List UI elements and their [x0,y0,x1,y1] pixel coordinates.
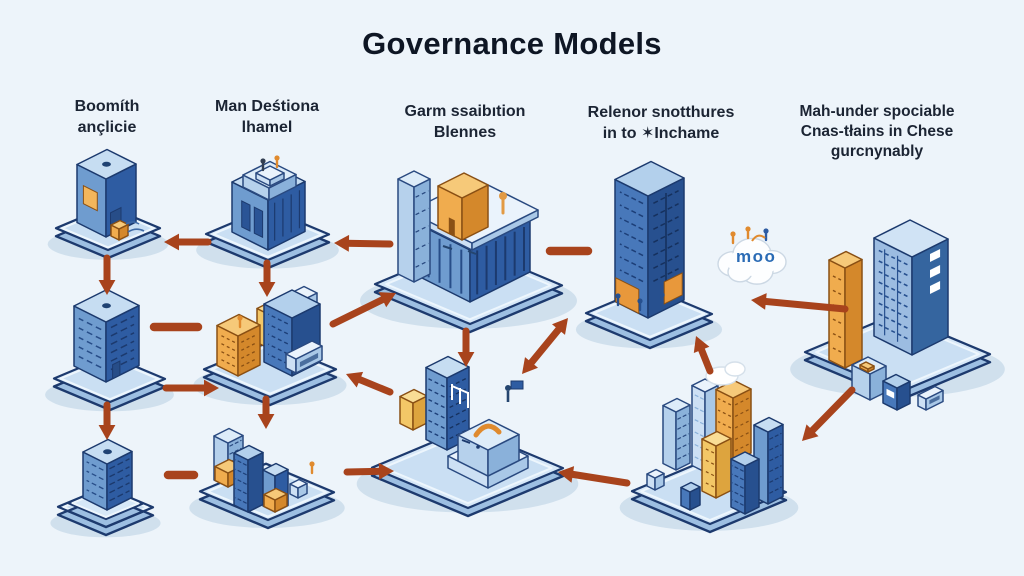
label-man-destiona: Man Deśtiona lhamel [186,97,348,139]
building-group-mixed-district [619,361,799,534]
label-line: Man Deśtiona [214,98,319,115]
building-group-orange-cluster [193,285,347,407]
page-title: Governance Models [362,26,662,61]
label-relenor: Relenor snotthures in to ✶Inchame [565,103,757,145]
label-line: Blennes [433,123,497,141]
building-group-skyscraper [575,160,723,350]
flow-arrows [98,233,856,487]
cloud-text: moo [736,247,777,266]
label-line: Cnas-tłains in Chese [800,123,954,141]
label-boomith: Boomíth ançlicie [28,97,186,139]
label-line: ançlicie [77,118,137,136]
building-group-campus [356,355,579,518]
label-mah-under: Mah-under spociable Cnas-tłains in Chese… [776,102,978,162]
building-group-mall [196,155,339,270]
moo-cloud [717,226,787,285]
building-group-small-office [47,148,169,260]
label-line: lhamel [241,118,293,136]
label-line: Mah-under spociable [799,103,955,120]
building-group-mid-tower [45,288,174,412]
label-line: gurcnynably [830,143,924,161]
label-garm-blennes: Garm ssaibıtion Blennes [374,102,556,144]
building-group-hq [790,219,1005,411]
building-group-tower-trio [189,427,345,530]
label-line: Boomíth [74,98,140,115]
label-line: Relenor snotthures [587,104,735,121]
label-line: Garm ssaibıtion [404,103,526,120]
building-group-small-bottom [50,438,161,538]
label-line: in to ✶Inchame [602,124,720,142]
building-group-parliament [360,170,577,334]
